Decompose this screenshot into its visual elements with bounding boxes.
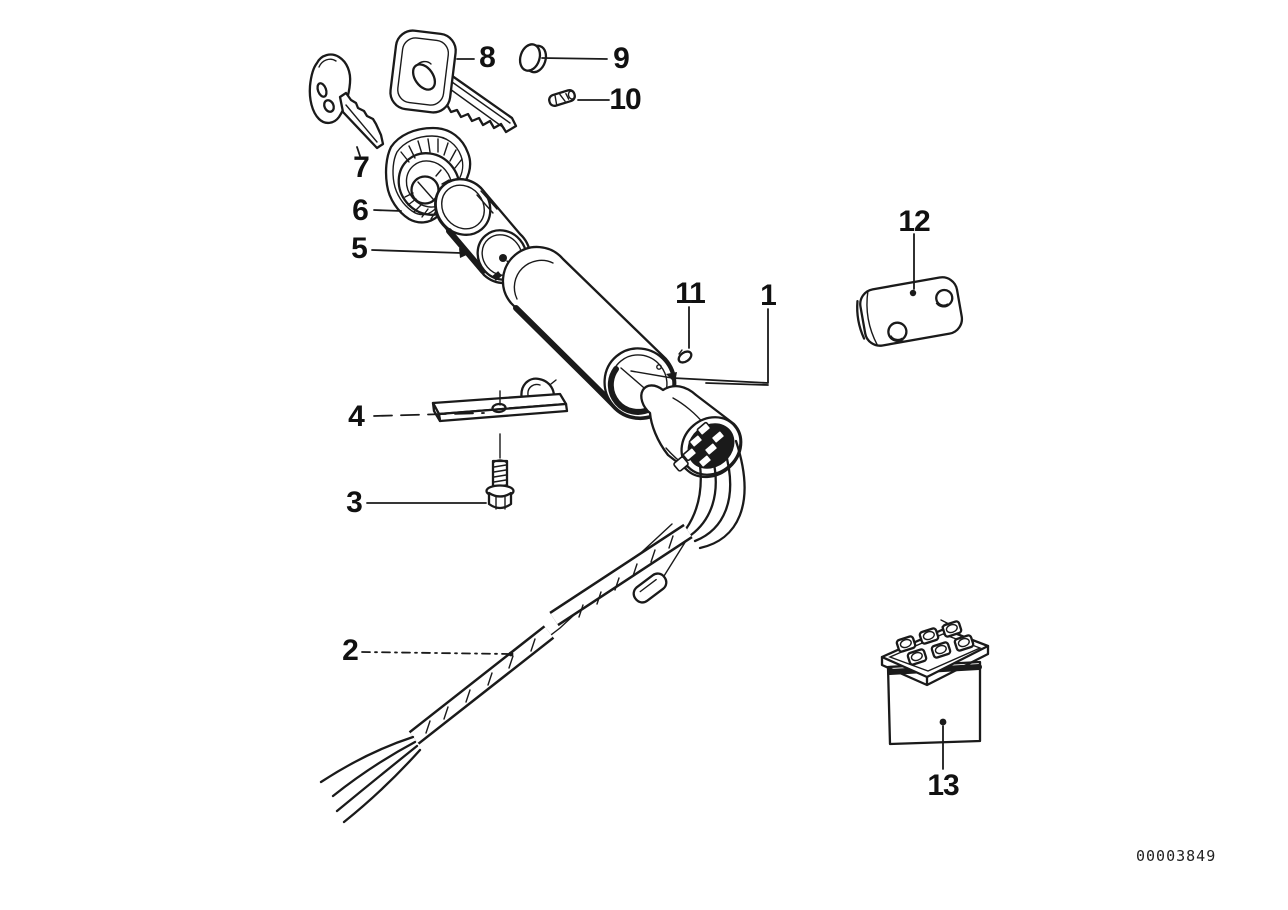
callout-label-2[interactable]: 2 — [342, 634, 359, 667]
callout-label-5[interactable]: 5 — [351, 232, 368, 265]
bracket-4-drawing — [431, 377, 569, 423]
callout-label-9[interactable]: 9 — [613, 42, 630, 75]
key-8-drawing — [389, 29, 518, 134]
drawing-number: 00003849 — [1136, 847, 1217, 865]
bulb-10-drawing — [548, 89, 576, 107]
cover-plate-12-drawing — [856, 276, 964, 347]
callout-label-10[interactable]: 10 — [609, 83, 641, 116]
bolt-3-drawing — [485, 433, 515, 510]
callout-label-6[interactable]: 6 — [352, 194, 369, 227]
callout-label-4[interactable]: 4 — [348, 400, 365, 433]
callout-label-7[interactable]: 7 — [353, 151, 370, 184]
callout-label-13[interactable]: 13 — [927, 769, 959, 802]
callout-label-8[interactable]: 8 — [479, 41, 496, 74]
wiring-harness-2-drawing — [319, 439, 746, 824]
callout-label-1[interactable]: 1 — [760, 279, 777, 312]
callout-label-11[interactable]: 11 — [675, 277, 706, 310]
ignition-switch-1-drawing — [640, 384, 743, 479]
leader-lines — [356, 57, 947, 770]
clip-11-drawing — [677, 349, 693, 364]
connector-13-drawing — [880, 619, 990, 746]
callout-label-3[interactable]: 3 — [346, 486, 363, 519]
callout-label-12[interactable]: 12 — [898, 205, 930, 238]
key-7-drawing — [308, 53, 385, 150]
cap-9-drawing — [518, 43, 548, 74]
